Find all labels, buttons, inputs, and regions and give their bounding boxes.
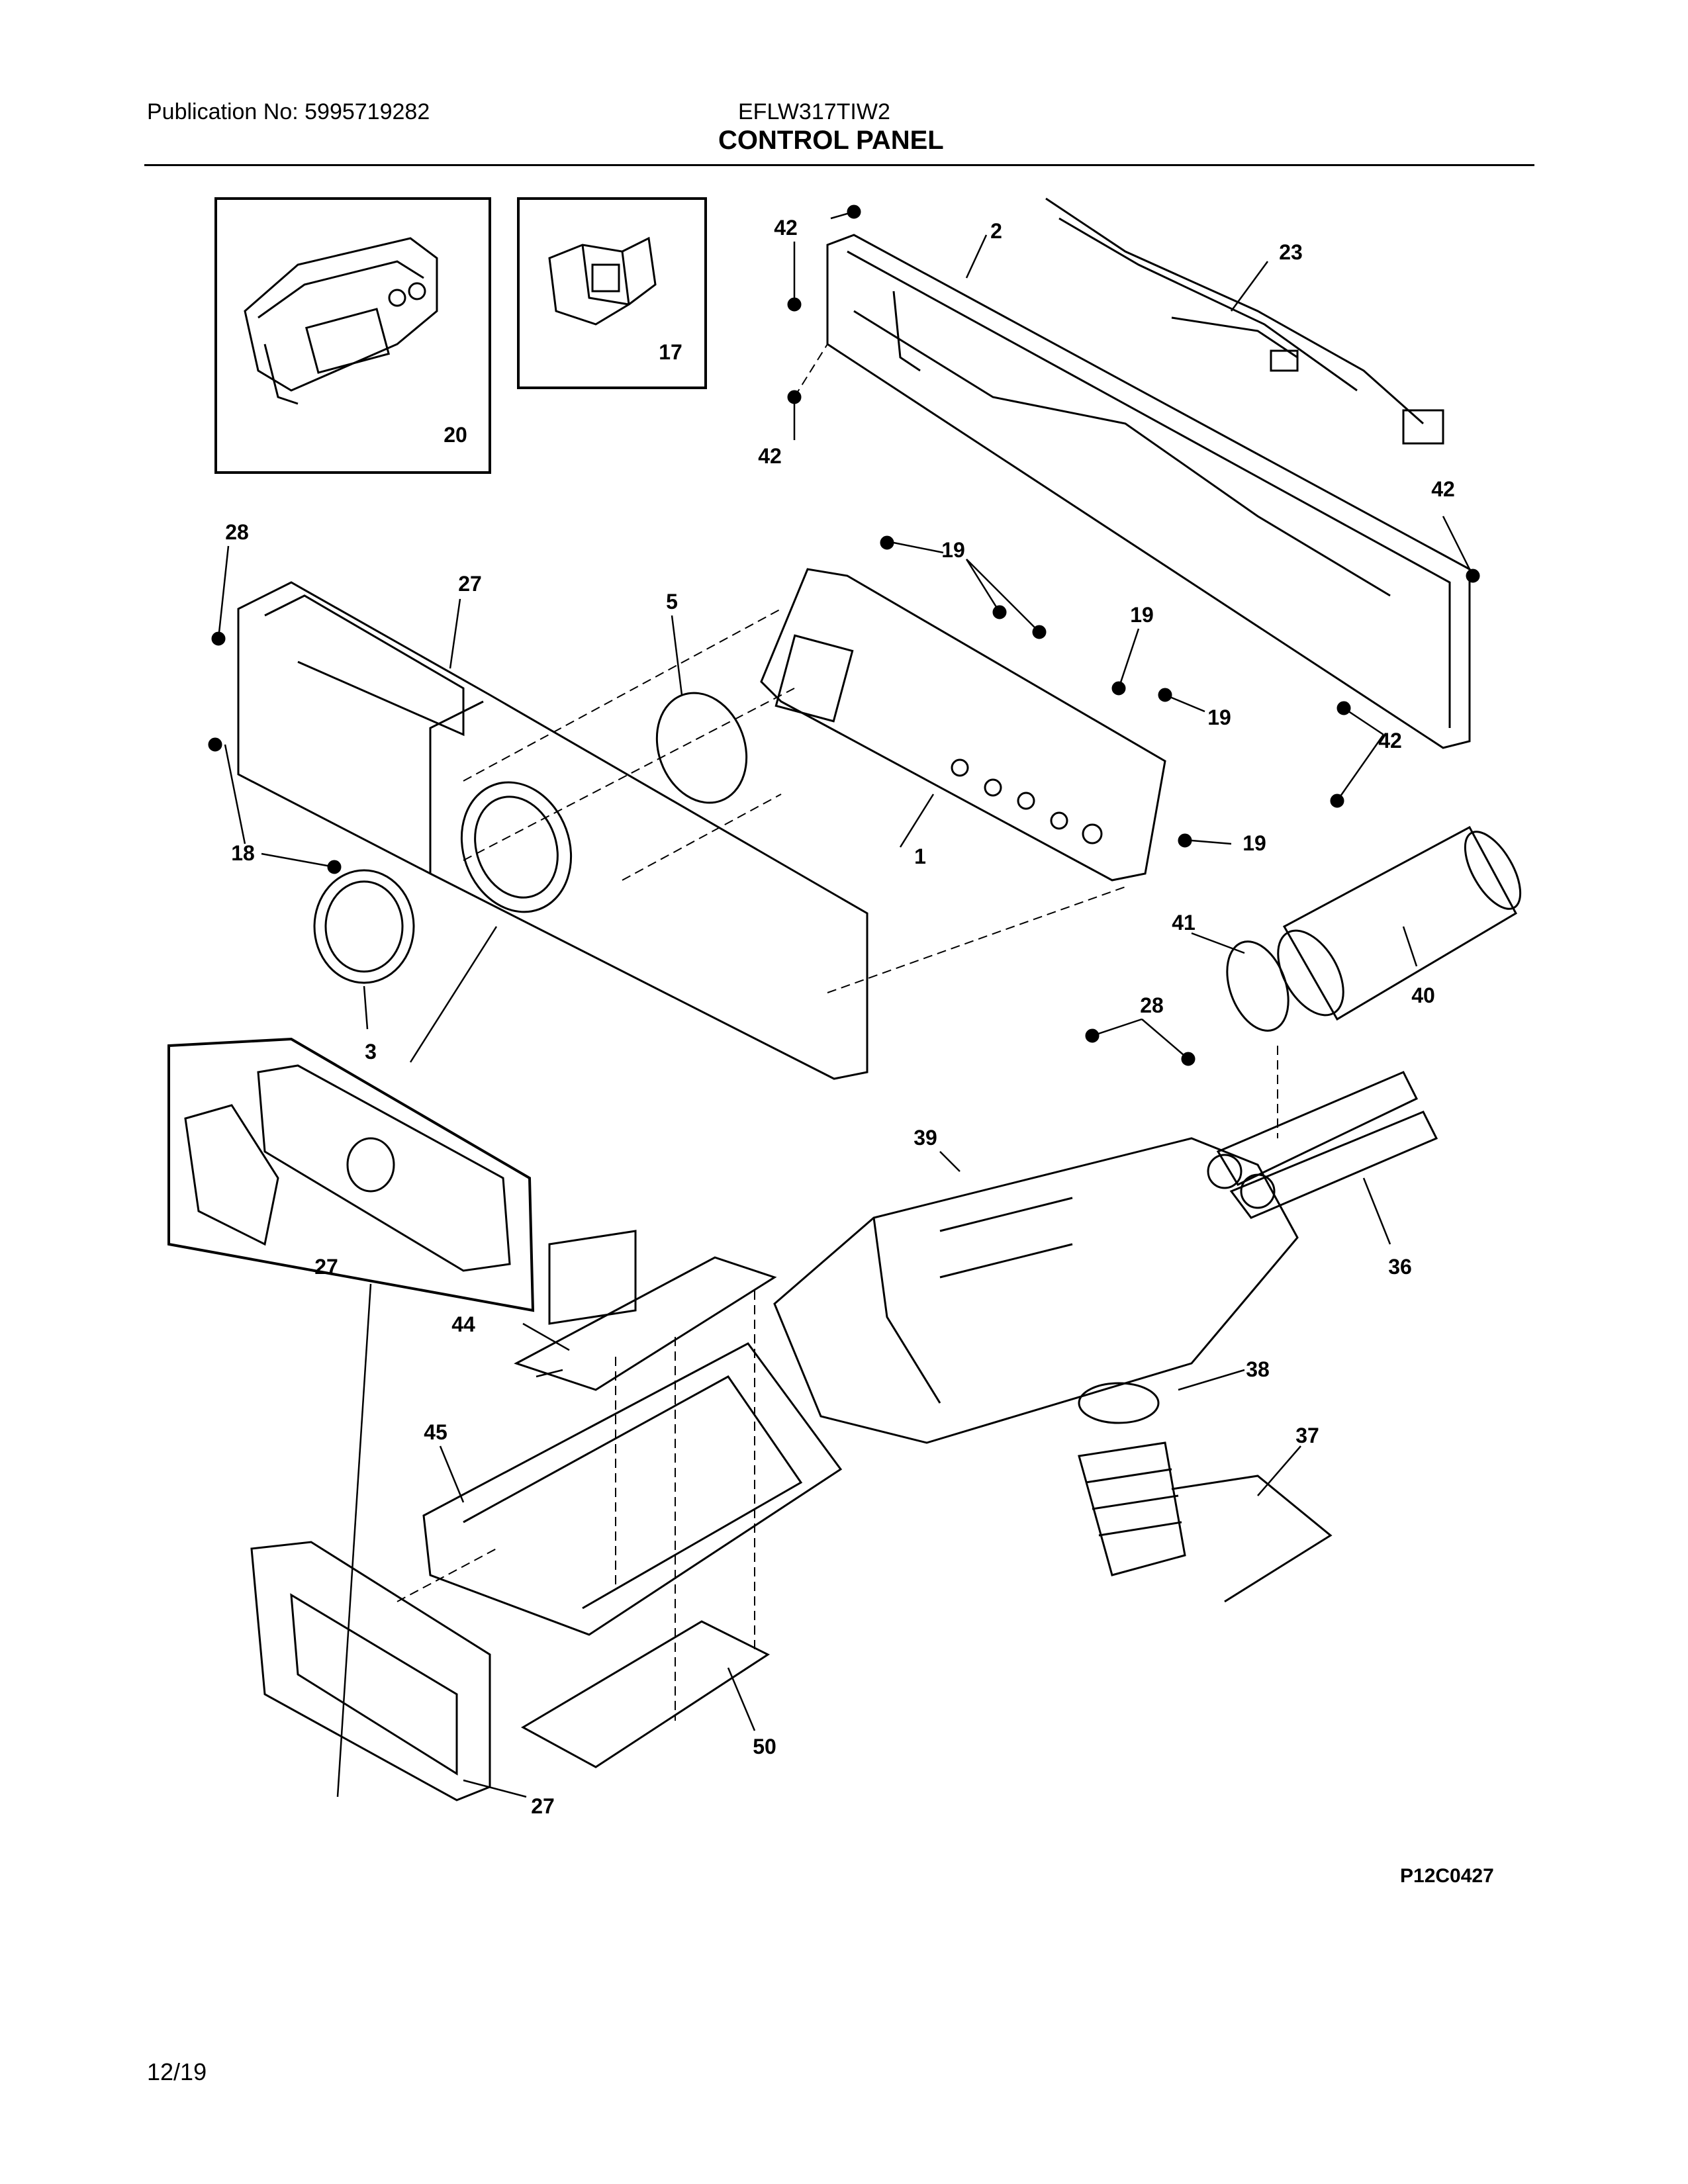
callout-38: 38 xyxy=(1246,1357,1270,1381)
callout-42-a: 42 xyxy=(774,216,798,240)
callout-20: 20 xyxy=(444,423,467,447)
callout-39: 39 xyxy=(914,1126,937,1150)
part-1-ui-board xyxy=(760,568,1166,882)
leader-lines xyxy=(217,210,1474,1798)
callout-19-b: 19 xyxy=(1130,603,1154,627)
part-39-dispenser-housing xyxy=(773,1137,1299,1444)
part-44-insert xyxy=(514,1230,777,1391)
callout-3: 3 xyxy=(365,1040,377,1064)
part-27-drawer-front xyxy=(250,1541,491,1801)
screws xyxy=(208,205,1480,1066)
callout-28-b: 28 xyxy=(1140,993,1164,1017)
inset-board-20 xyxy=(214,197,491,474)
callout-50: 50 xyxy=(753,1735,776,1758)
page-number: 12/19 xyxy=(147,2058,207,2085)
callout-1: 1 xyxy=(914,844,926,868)
callout-42-c: 42 xyxy=(1431,477,1455,501)
page-title: CONTROL PANEL xyxy=(718,126,944,155)
part-2-panel-frame xyxy=(826,234,1471,749)
assembly-guides xyxy=(397,343,1278,1721)
publication-number: Publication No: 5995719282 xyxy=(147,99,430,124)
callout-19-d: 19 xyxy=(1243,831,1266,855)
callout-23: 23 xyxy=(1279,240,1303,264)
part-45-drawer xyxy=(422,1342,843,1636)
callout-27-a: 27 xyxy=(458,572,482,596)
callout-42-d: 42 xyxy=(1378,729,1402,752)
part-3-knob-ring xyxy=(313,869,415,984)
part-36-inlet-valves xyxy=(1207,1071,1438,1219)
part-50-siphon-cover xyxy=(520,1620,771,1768)
callout-17: 17 xyxy=(659,340,682,364)
model-number: EFLW317TIW2 xyxy=(738,99,890,124)
part-40-cylinder xyxy=(1277,825,1522,1021)
part-23-wire-harness xyxy=(1045,197,1444,445)
callout-36: 36 xyxy=(1388,1255,1412,1279)
part-27-console-bezel xyxy=(237,581,868,1080)
callout-18: 18 xyxy=(231,841,255,865)
figure-code: P12C0427 xyxy=(1400,1865,1494,1887)
callout-5: 5 xyxy=(666,590,678,614)
callout-45: 45 xyxy=(424,1420,447,1444)
callout-40: 40 xyxy=(1411,983,1435,1007)
callout-19-c: 19 xyxy=(1207,705,1231,729)
callout-19-a: 19 xyxy=(941,538,965,562)
inset-bezel-27 xyxy=(167,1037,535,1312)
callout-27-c: 27 xyxy=(531,1794,555,1818)
callout-41: 41 xyxy=(1172,911,1196,934)
part-5-gasket xyxy=(655,692,748,804)
part-37-bellows xyxy=(1078,1441,1333,1603)
inset-relay-17 xyxy=(517,197,707,389)
callout-2: 2 xyxy=(990,219,1002,243)
callout-42-b: 42 xyxy=(758,444,782,468)
callout-37: 37 xyxy=(1295,1424,1319,1447)
callout-27-b: 27 xyxy=(314,1255,338,1279)
callout-28-a: 28 xyxy=(225,520,249,544)
callout-44: 44 xyxy=(451,1312,475,1336)
header-rule xyxy=(144,164,1534,166)
part-41-o-ring xyxy=(1226,940,1289,1032)
part-38-clamp xyxy=(1078,1382,1160,1424)
